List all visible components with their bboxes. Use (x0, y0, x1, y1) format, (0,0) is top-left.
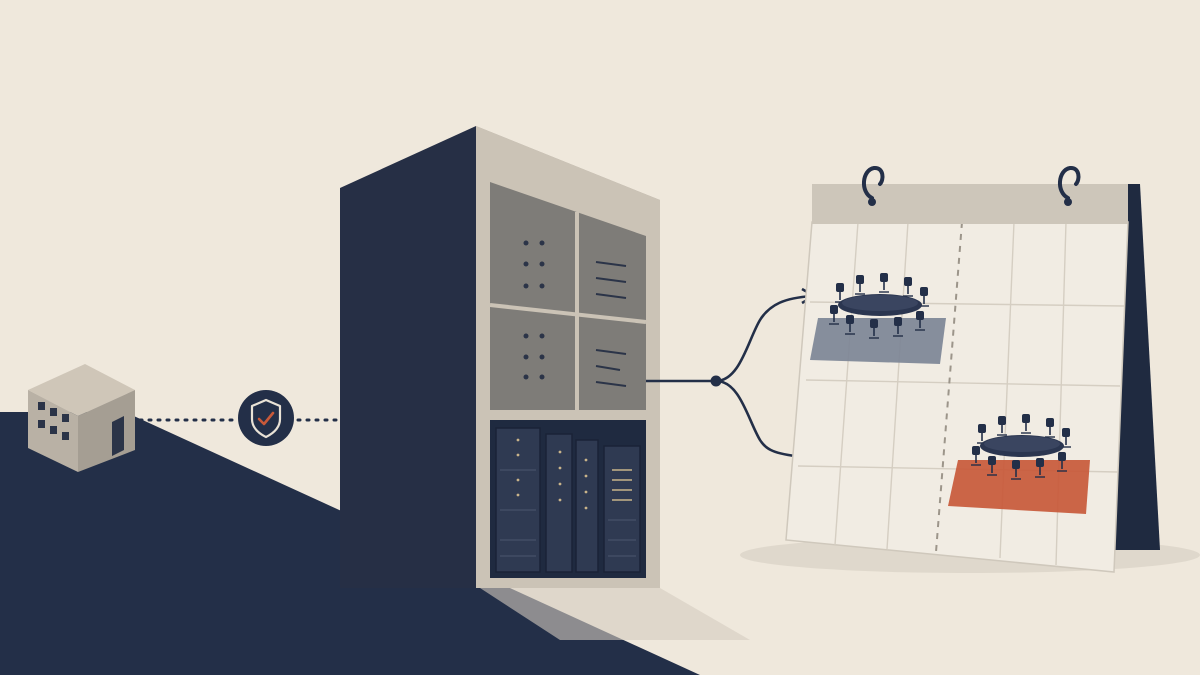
ground-soft-shadow (480, 588, 750, 640)
shield-check-icon (238, 390, 294, 446)
rack-slots (500, 469, 636, 557)
chair-icon (1035, 458, 1045, 478)
calendar-header-bar (812, 184, 1128, 224)
conference-table-icon (829, 273, 929, 339)
chair-icon (869, 319, 879, 339)
conference-table-icon (971, 414, 1071, 480)
chair-icon (835, 283, 845, 303)
chair-icon (997, 416, 1007, 436)
meeting-room-rug (810, 318, 946, 364)
panel-vent-lines (595, 261, 627, 387)
chair-icon (879, 273, 889, 293)
small-building-icon (28, 364, 135, 472)
chair-icon (915, 311, 925, 331)
chair-icon (893, 317, 903, 337)
routing-node (710, 375, 722, 387)
rack-status-lights (516, 438, 588, 510)
chair-icon (1011, 460, 1021, 480)
meeting-rooms (810, 273, 1090, 514)
calendar-binding-rings (862, 166, 1081, 200)
meeting-room-rug (948, 460, 1090, 514)
chair-icon (829, 305, 839, 325)
chair-icon (971, 446, 981, 466)
chair-icon (1021, 414, 1031, 434)
chair-icon (855, 275, 865, 295)
chair-icon (845, 315, 855, 335)
chair-icon (987, 456, 997, 476)
building-windows (38, 402, 69, 440)
chair-icon (1045, 418, 1055, 438)
tower-panel-grid (490, 182, 646, 410)
server-racks (495, 427, 641, 573)
desk-calendar-icon (740, 166, 1200, 573)
chair-icon (1057, 452, 1067, 472)
tower-left-face (340, 126, 476, 588)
building-door (112, 416, 124, 456)
chair-icon (903, 277, 913, 297)
rack-label-lines (612, 469, 632, 501)
meeting-room-top (810, 273, 946, 364)
data-center-tower-icon (340, 126, 660, 588)
meeting-room-bottom (948, 414, 1090, 514)
panel-indicator-dots (523, 240, 545, 380)
